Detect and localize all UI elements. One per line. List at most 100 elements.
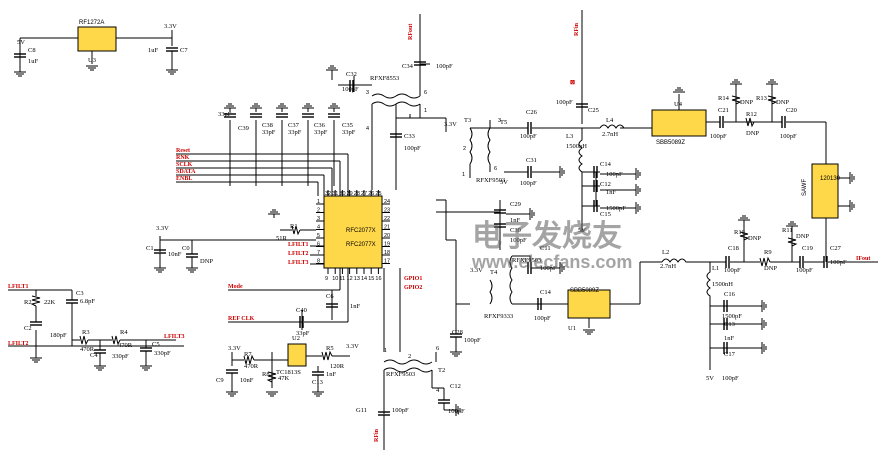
c16-ref: C16 <box>724 291 736 298</box>
top-decoupling-caps: C39 33pF C38 33pF C37 33pF C36 33pF C35 … <box>218 103 356 186</box>
l3-value: 1500nH <box>566 143 587 150</box>
l3-rail-label: 5V <box>578 227 586 234</box>
c5-ref: C5 <box>152 341 160 348</box>
c25-ref: C25 <box>588 107 599 114</box>
pin-number-11: 11 <box>339 276 345 282</box>
l1-ref: L1 <box>712 265 719 272</box>
c18-value: 100pF <box>724 267 741 274</box>
c4-value: 330pF <box>112 353 129 360</box>
c39-value: 33pF <box>218 111 232 118</box>
rfout-net-label: RFout <box>408 24 414 40</box>
c11-ref: C11 <box>540 245 551 252</box>
c35-value: 33pF <box>342 129 356 136</box>
c19-ref: C19 <box>802 245 813 252</box>
c20-value: 100pF <box>780 133 797 140</box>
c27-value: 100pF <box>830 259 847 266</box>
pin-number-15: 15 <box>368 276 374 282</box>
l2-value: 2.7nH <box>660 263 676 270</box>
t3-part: RFXF9503 <box>476 177 505 184</box>
c13-value: 1nF <box>724 335 735 342</box>
r5-value: 120R <box>330 363 345 370</box>
t3-ref: T3 <box>464 117 471 124</box>
c30-ref: C30 <box>510 227 521 234</box>
net-lfilt3-ic: LFILT3 <box>288 260 308 266</box>
t3-pin3: 3 <box>498 118 501 124</box>
l2-ref: L2 <box>662 249 669 256</box>
pin-number-1: 1 <box>317 199 320 205</box>
c33-value: 100pF <box>404 145 421 152</box>
loop-filter-block: LFILT1 LFILT2 R2 22K C3 6.8pF C2 180pF R… <box>8 284 184 371</box>
r10-ref: R10 <box>734 229 745 236</box>
r2-ref: R2 <box>24 299 32 306</box>
saw-ref: SAWF <box>802 179 808 196</box>
pin-number-25: 25 <box>375 191 381 197</box>
u4-part: SBB5089Z <box>656 140 685 146</box>
c11b-value: 100pF <box>392 407 409 414</box>
u3-output-rail-label: 3.3V <box>164 23 177 30</box>
pin-number-13: 13 <box>354 276 360 282</box>
pin-number-30: 30 <box>339 191 345 197</box>
r8-ref: R8 <box>262 371 270 378</box>
c9-value: 10nF <box>240 377 254 384</box>
c1-rail-label: 3.3V <box>156 225 169 232</box>
t5-part: RFXF9503 <box>512 257 541 264</box>
c27-ref: C27 <box>830 245 842 252</box>
pin-number-27: 27 <box>361 191 367 197</box>
main-ic-part-top: RFC2077X <box>346 228 376 234</box>
t5-ref: T5 <box>500 119 507 126</box>
net-lfilt1-left: LFILT1 <box>8 284 28 290</box>
pin-number-29: 29 <box>347 191 353 197</box>
main-ic-body <box>323 195 383 269</box>
l4-ref: L4 <box>606 117 614 124</box>
c35-ref: C35 <box>342 122 353 129</box>
r12-ref: R12 <box>746 111 757 118</box>
pin-number-14: 14 <box>361 276 367 282</box>
c2-value: 180pF <box>50 332 67 339</box>
pin-number-20: 20 <box>384 233 390 239</box>
pin-number-7: 7 <box>317 250 320 256</box>
c12-ref: C12 <box>600 181 611 188</box>
if-out-label: IFout <box>856 256 870 262</box>
net-gpio2: GPIO2 <box>404 285 422 291</box>
t2-part: RFXF9503 <box>386 371 415 378</box>
c18-ref: C18 <box>728 245 739 252</box>
c34-ref: C34 <box>402 63 414 70</box>
watermark-url: www.elecfans.com <box>471 252 632 272</box>
r8-value: 47K <box>278 375 290 382</box>
if-output-chain: L2 2.7nH C18 100pF R9 DNP C19 100pF C27 … <box>660 215 878 382</box>
r13-value: DNP <box>776 99 789 106</box>
u1-chip <box>567 289 611 319</box>
u1-ref: U1 <box>568 325 576 332</box>
refclk-block: REF CLK C40 33pF C6 1nF U2 TC1813S 3.3V … <box>216 268 422 397</box>
pin-number-32: 32 <box>325 191 331 197</box>
c14b-value: 100pF <box>534 315 551 322</box>
watermark-logo-text: 电子发烧友 <box>472 220 622 253</box>
r4-ref: R4 <box>120 329 128 336</box>
t3-pin1: 1 <box>462 172 465 178</box>
c7-ref: C7 <box>180 47 188 54</box>
c5-value: 330pF <box>154 350 171 357</box>
pin-number-4: 4 <box>317 225 320 231</box>
c38-ref: C38 <box>262 122 273 129</box>
c8-value: 1uF <box>28 58 39 65</box>
c8-ref: C8 <box>28 47 36 54</box>
t3-pin6: 6 <box>494 166 497 172</box>
c37-value: 33pF <box>288 129 302 136</box>
c32-value: 100pF <box>342 86 359 93</box>
u4-ref: U4 <box>674 101 683 108</box>
pin-number-9: 9 <box>325 276 328 282</box>
pin-number-22: 22 <box>384 216 390 222</box>
pin-number-12: 12 <box>347 276 353 282</box>
c25-value: 100pF <box>556 99 573 106</box>
pin-number-3: 3 <box>317 216 320 222</box>
u2-ref: U2 <box>292 335 300 342</box>
c4-ref: C4 <box>90 352 98 359</box>
c1-value: 10nF <box>168 251 182 258</box>
c34-value: 100pF <box>436 63 453 70</box>
c15-ref: C15 <box>600 211 611 218</box>
rfin-marker: ⊠ <box>570 80 575 86</box>
net-enbl: ENBL <box>176 176 192 182</box>
